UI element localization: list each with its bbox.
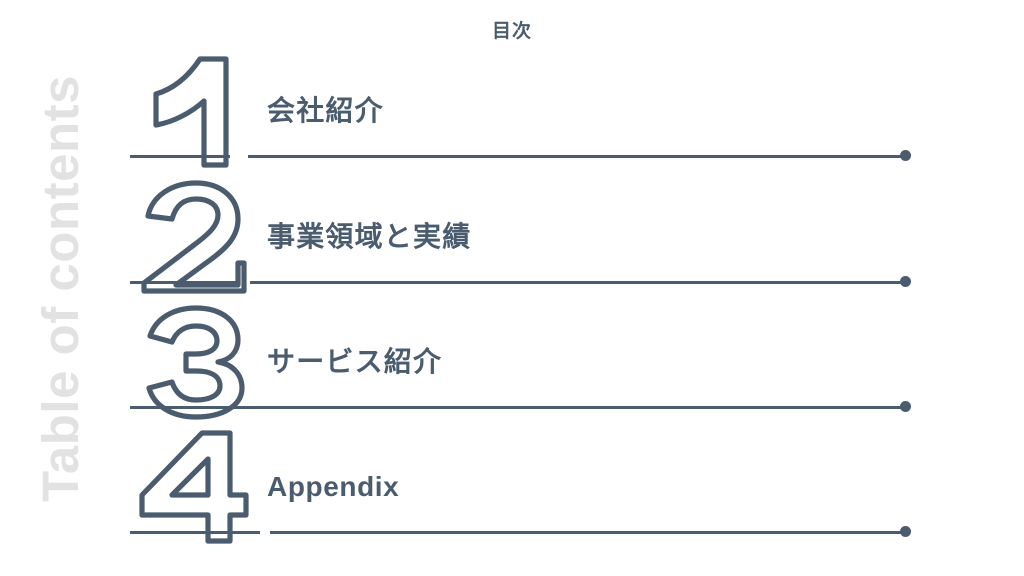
toc-item-3-rule-left [130,406,234,409]
toc-item-2[interactable]: 事業領域と実績 [0,171,1024,296]
toc-item-1-rule-left [130,155,230,158]
toc-item-3-label: サービス紹介 [267,346,443,377]
toc-item-1-label: 会社紹介 [267,95,384,126]
toc-item-1-end-dot [900,150,911,161]
toc-item-3-rule-right [228,406,905,409]
toc-item-3[interactable]: サービス紹介 [0,296,1024,421]
toc-item-1[interactable]: 会社紹介 [0,45,1024,170]
toc-item-1-rule-right [248,155,905,158]
toc-item-4-rule-left [130,531,260,534]
toc-item-4-label: Appendix [267,471,400,502]
page-title: 目次 [491,21,532,42]
numeral-3-outline [134,304,274,420]
numeral-2-outline [134,179,274,294]
toc-item-4[interactable]: Appendix [0,421,1024,546]
toc-item-2-end-dot [900,276,911,287]
toc-item-2-rule-left [130,281,238,284]
toc-item-3-end-dot [900,401,911,412]
numeral-4-outline [134,429,274,544]
toc-item-2-label: 事業領域と実績 [267,221,472,252]
toc-item-4-rule-right [270,531,905,534]
toc-item-2-rule-right [250,281,905,284]
toc-item-4-end-dot [900,526,911,537]
numeral-1-outline [134,53,274,168]
